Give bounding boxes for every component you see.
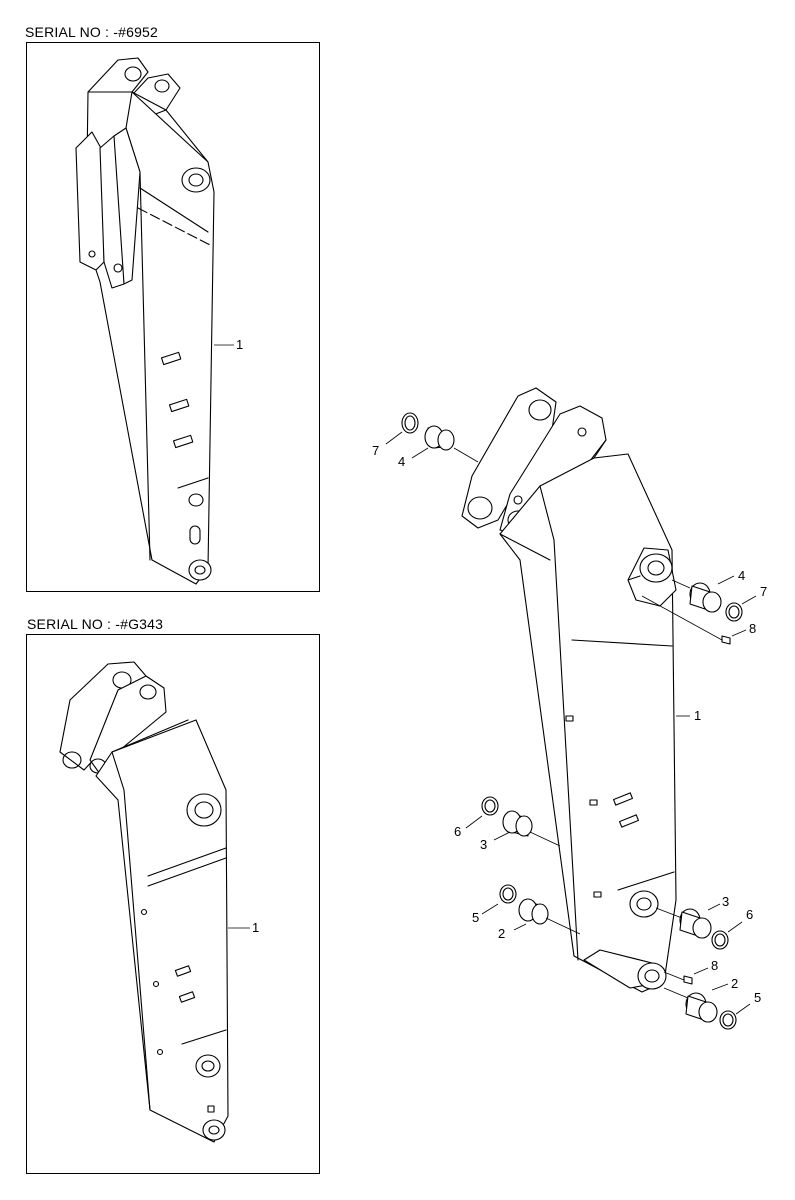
callout-label: 4 (738, 568, 745, 583)
leader-line (465, 815, 483, 829)
callout-label: 8 (749, 621, 756, 636)
callout-label: 5 (472, 910, 479, 925)
leader-line (655, 907, 683, 919)
leader-line (717, 575, 735, 585)
serial-label-bottom: SERIAL NO : -#G343 (27, 616, 164, 632)
leader-line (671, 579, 691, 589)
leader-line (529, 831, 561, 847)
callout-label: 7 (760, 584, 767, 599)
arm-drawing-main (461, 387, 677, 993)
leader-line (735, 1003, 751, 1015)
ring-part-5-left (499, 884, 517, 904)
leader-line (663, 987, 689, 999)
bushing-part-4-upper (424, 425, 455, 451)
callout-label: 1 (252, 920, 259, 935)
leader-line (481, 903, 499, 915)
callout-label: 6 (454, 824, 461, 839)
leader-line (641, 595, 723, 641)
bushing-part-4-right (689, 582, 722, 613)
leader-line (411, 447, 429, 459)
leader-line (727, 921, 743, 933)
leader-line (741, 595, 757, 605)
callout-label: 3 (722, 894, 729, 909)
leader-line (711, 983, 729, 991)
serial-label-top: SERIAL NO : -#6952 (25, 24, 159, 40)
ring-part-5-right (719, 1010, 737, 1030)
bushing-part-2-right (685, 992, 718, 1023)
leader-line (493, 831, 511, 841)
ring-part-6-left (481, 796, 499, 816)
callout-label: 4 (398, 454, 405, 469)
callout-label: 1 (694, 708, 701, 723)
leader-line (513, 923, 527, 931)
callout-label: 3 (480, 837, 487, 852)
leader-line (545, 917, 581, 935)
callout-label: 7 (372, 443, 379, 458)
ring-part-7-upper (401, 412, 419, 434)
leader-line (453, 447, 479, 463)
callout-label: 5 (754, 990, 761, 1005)
arm-drawing-bottom (59, 661, 229, 1143)
callout-label: 1 (236, 337, 243, 352)
bolt-part-8-upper (721, 635, 731, 645)
arm-drawing-top (75, 57, 215, 585)
ring-part-7-right (725, 602, 743, 622)
callout-label: 2 (498, 926, 505, 941)
bushing-part-2-left (518, 898, 549, 925)
leader-line (385, 431, 403, 445)
callout-label: 8 (711, 958, 718, 973)
leader-line (707, 903, 721, 911)
leader-line (693, 967, 709, 975)
leader-line (663, 971, 685, 981)
bolt-part-8-lower (683, 975, 693, 985)
callout-label: 2 (731, 976, 738, 991)
leader-line (731, 629, 747, 637)
callout-label: 6 (746, 907, 753, 922)
bushing-part-3-left (502, 810, 533, 837)
bushing-part-3-right (679, 908, 712, 939)
ring-part-6-right (711, 930, 729, 950)
